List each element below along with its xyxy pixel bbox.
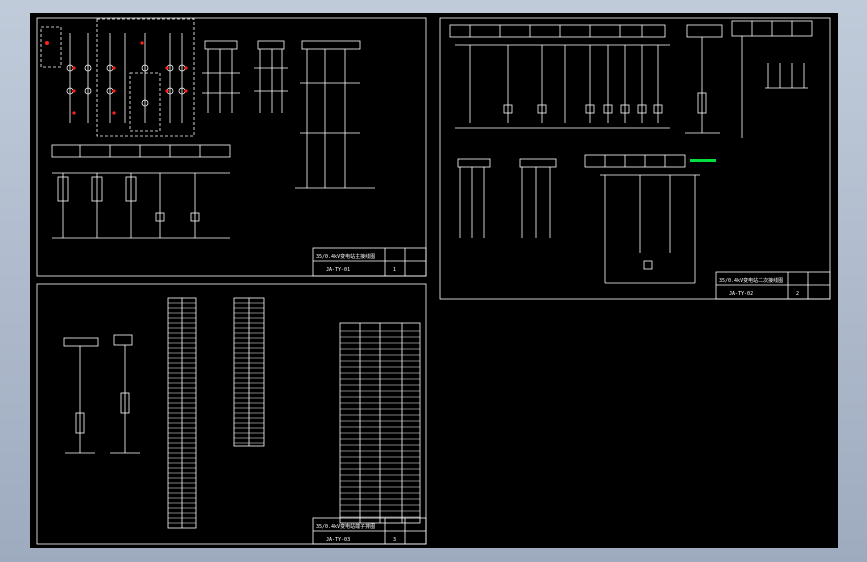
green-highlight <box>690 159 716 162</box>
dashed-cubicle <box>96 18 195 137</box>
dashed-cubicle <box>40 26 62 68</box>
title-block-top-left: 35/0.4kV变电站主接线图 JA-TY-01 1 <box>312 247 427 277</box>
small-schematics-mid <box>457 158 557 238</box>
title-block-code: JA-TY-01 <box>326 267 350 273</box>
title-block-code: JA-TY-03 <box>326 537 350 543</box>
title-block-bottom-left: 35/0.4kV变电站端子排图 JA-TY-03 3 <box>312 517 427 545</box>
small-circuits-bottom <box>63 334 140 454</box>
switchgear-symbols <box>66 33 186 123</box>
control-schematic-c <box>295 40 375 189</box>
title-block-sheet: 3 <box>393 537 396 543</box>
title-block-name: 35/0.4kV变电站端子排图 <box>316 523 375 530</box>
sheet-border <box>439 17 831 300</box>
title-block-sheet: 2 <box>796 291 799 297</box>
terminal-strip-2 <box>233 297 265 447</box>
protection-circuit <box>584 154 700 284</box>
terminal-rows <box>168 302 420 524</box>
aux-circuit-a <box>685 24 723 134</box>
control-schematic-b <box>254 40 288 113</box>
feeder-table <box>51 144 231 239</box>
terminal-strip-3 <box>339 322 421 524</box>
title-block-name: 35/0.4kV变电站主接线图 <box>316 253 375 260</box>
sheet-bottom-left: 35/0.4kV变电站端子排图 JA-TY-03 3 <box>36 283 427 545</box>
sheet-border <box>36 283 427 545</box>
title-block-code: JA-TY-02 <box>729 291 753 297</box>
sheet-top-right: 35/0.4kV变电站二次接线图 JA-TY-02 2 <box>439 17 831 300</box>
title-block-name: 35/0.4kV变电站二次接线图 <box>719 277 783 284</box>
drawing-canvas[interactable]: 35/0.4kV变电站主接线图 JA-TY-01 1 <box>30 13 838 548</box>
title-block-top-right: 35/0.4kV变电站二次接线图 JA-TY-02 2 <box>715 271 831 300</box>
main-control-circuit <box>449 24 670 129</box>
red-markers <box>45 41 188 115</box>
drawing-svg: 35/0.4kV变电站主接线图 JA-TY-01 1 <box>36 17 831 545</box>
aux-circuit-b <box>731 20 813 138</box>
sheet-top-left: 35/0.4kV变电站主接线图 JA-TY-01 1 <box>36 17 427 277</box>
sheet-border <box>36 17 427 277</box>
title-block-sheet: 1 <box>393 267 396 273</box>
control-schematic-a <box>202 40 240 113</box>
